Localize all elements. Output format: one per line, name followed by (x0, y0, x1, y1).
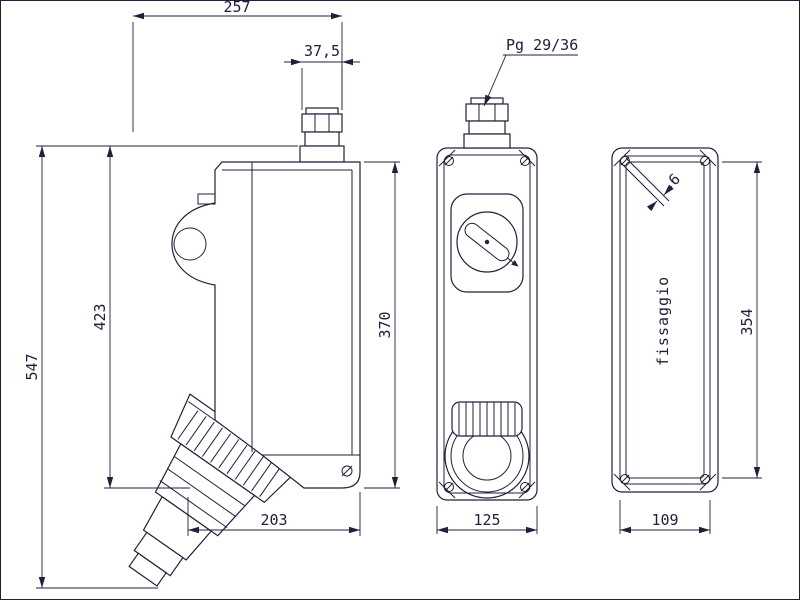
socket-front (444, 401, 530, 499)
grip-ribs (177, 410, 281, 498)
socket-end (133, 531, 184, 577)
gland-thread-label: Pg 29/36 (506, 36, 578, 54)
enclosure-body-rear (611, 147, 719, 493)
dim-rear-height-label: 354 (738, 308, 756, 335)
dim-front-width-label: 125 (473, 511, 500, 529)
socket-collar-ribs (458, 402, 516, 436)
dim-rear-height: 354 (722, 161, 762, 479)
dim-body-height: 423 (91, 146, 190, 489)
mounting-screw-side (341, 465, 353, 477)
gland-leader-arrow (483, 54, 507, 107)
rear-view: 6 fissaggio 354 109 (611, 147, 762, 534)
socket-tip (128, 552, 167, 587)
gland-thread-callout: Pg 29/36 (483, 36, 578, 107)
rotary-switch (450, 193, 524, 293)
dim-rear-width: 109 (619, 500, 711, 534)
mounting-label: fissaggio (654, 276, 672, 366)
corner-screws-rear (613, 149, 717, 491)
switch-knob (464, 222, 519, 267)
dim-bottom-depth: 203 (187, 492, 361, 536)
dim-bottom-depth-label: 203 (260, 511, 287, 529)
dim-front-height-label: 370 (376, 311, 394, 338)
plug-socket-side (128, 393, 300, 587)
side-hinge-tab (197, 193, 216, 205)
side-view: 257 37,5 547 423 (23, 0, 400, 589)
dim-total-height: 547 (23, 146, 158, 589)
dim-rear-width-label: 109 (651, 511, 678, 529)
dim-front-width: 125 (436, 506, 538, 534)
dim-gland-width-label: 37,5 (304, 42, 340, 60)
cable-gland-front (463, 97, 511, 149)
socket-neck (142, 495, 213, 561)
side-knockout-boss (173, 227, 207, 261)
dim-gland-width: 37,5 (284, 42, 360, 110)
dim-body-height-label: 423 (91, 303, 109, 330)
dim-overall-depth-label: 257 (223, 0, 250, 16)
front-view: Pg 29/36 125 (436, 36, 578, 534)
enclosure-body-side (171, 161, 361, 489)
dim-overall-depth: 257 (132, 0, 343, 132)
corner-screws-front (438, 149, 536, 499)
dim-total-height-label: 547 (23, 353, 41, 380)
dim-front-height: 370 (364, 161, 400, 489)
cable-gland-side (299, 107, 345, 163)
